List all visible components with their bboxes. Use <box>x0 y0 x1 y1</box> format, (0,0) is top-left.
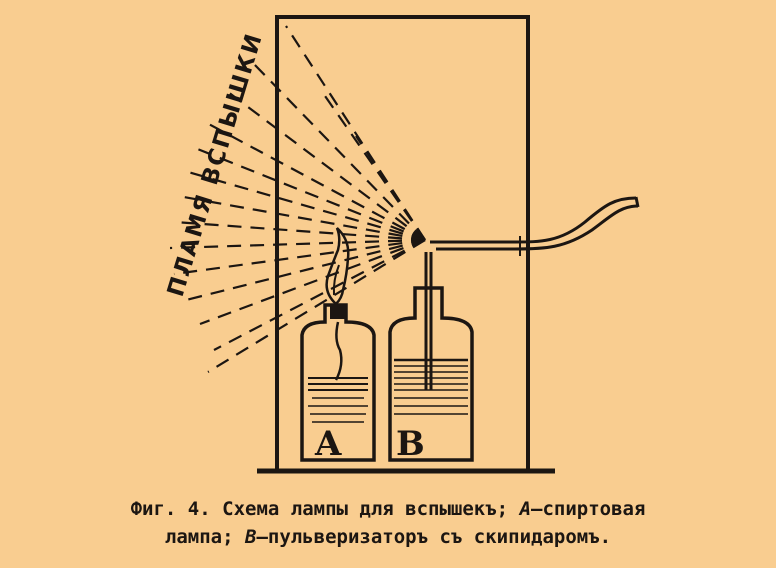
flame-label: ПЛАМЯ ВСПЫШКИ <box>163 29 268 299</box>
flame-ray <box>187 170 426 242</box>
flame-ray <box>227 91 426 241</box>
flame-ray <box>174 220 426 242</box>
caption-text: —спиртовая <box>531 498 646 520</box>
flame-ray <box>204 121 426 241</box>
flame-ray <box>355 135 426 241</box>
caption-ref-a: A <box>519 498 532 520</box>
bottle-b-atomizer: B <box>388 252 474 464</box>
bottle-b-label: B <box>396 424 425 464</box>
flame-ray <box>213 239 426 351</box>
figure-caption: Фиг. 4. Схема лампы для вспышекъ; A—спир… <box>0 495 776 551</box>
flash-flame-rays <box>169 25 426 373</box>
flash-lamp-diagram: ПЛАМЯ ВСПЫШКИ A <box>163 15 640 474</box>
flame-ray <box>169 238 426 250</box>
flame-label-group: ПЛАМЯ ВСПЫШКИ <box>163 29 268 299</box>
caption-line-2: лампа; B—пульверизаторъ съ скипидаромъ. <box>0 523 776 551</box>
flame-ray <box>199 238 426 326</box>
flame-ray <box>194 146 426 242</box>
air-tube <box>430 196 640 256</box>
bottle-a-spirit-lamp: A <box>300 227 376 464</box>
flame-ray <box>207 239 426 373</box>
caption-ref-b: B <box>245 526 257 548</box>
flame-ray <box>177 194 426 242</box>
caption-fig-number: Фиг. 4. <box>130 498 211 520</box>
caption-line-1: Фиг. 4. Схема лампы для вспышекъ; A—спир… <box>0 495 776 523</box>
caption-text: Схема лампы для вспышекъ; <box>222 498 509 520</box>
flame-ray <box>173 238 426 276</box>
flame-ray <box>185 238 426 302</box>
caption-text: лампа; <box>164 526 234 548</box>
caption-text: —пульверизаторъ съ скипидаромъ. <box>256 526 612 548</box>
flame-ray <box>251 61 426 241</box>
bottle-a-label: A <box>314 424 342 464</box>
flame-ray <box>285 25 426 241</box>
